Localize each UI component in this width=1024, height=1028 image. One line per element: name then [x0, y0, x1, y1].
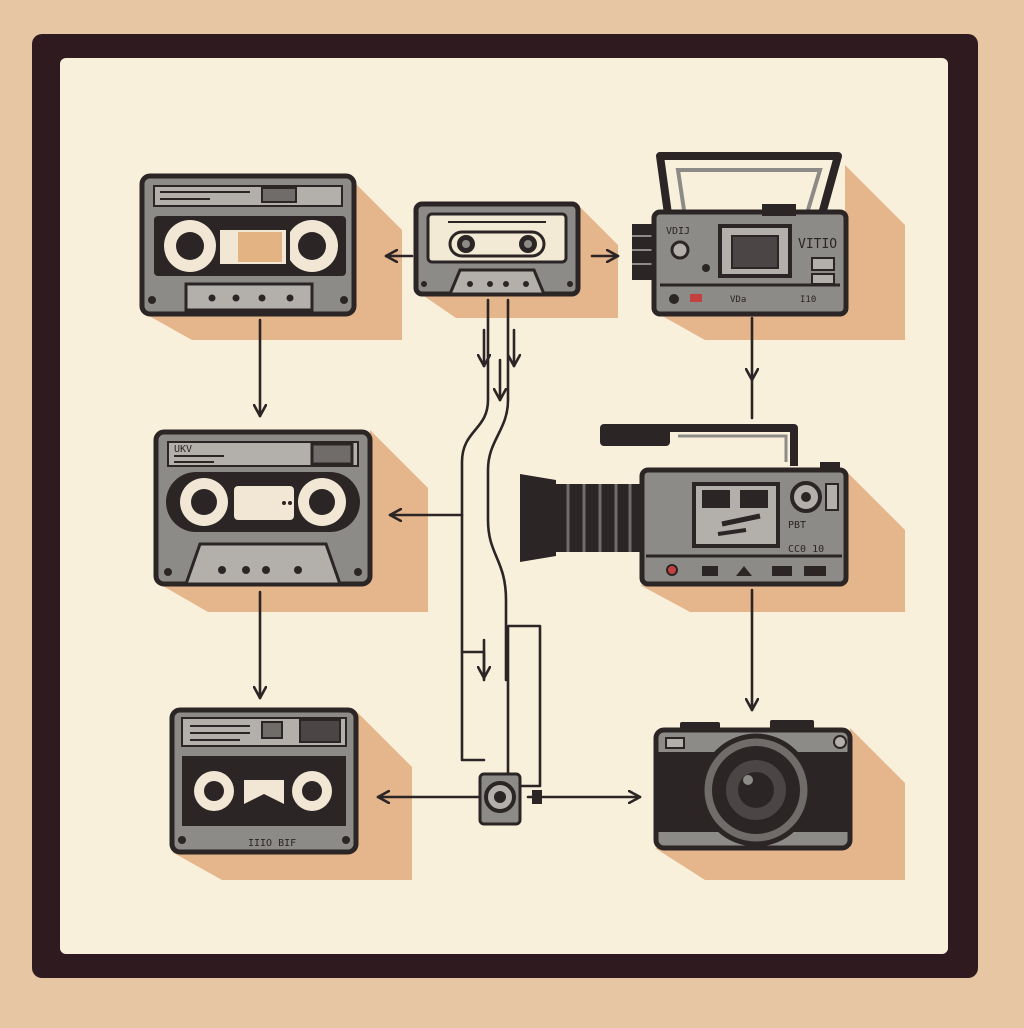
vcr-label-1: VDIJ — [666, 226, 690, 237]
device-shadows — [142, 165, 905, 880]
camcorder-label-2: CC0 10 — [788, 544, 824, 555]
audio-cassette — [413, 201, 581, 297]
vcr-label-2: VITIO — [798, 237, 837, 252]
vhs-tape-top — [139, 173, 357, 317]
vcr-deck: VDIJ VITIO VDa I10 — [632, 152, 849, 317]
cable-left — [460, 298, 490, 762]
camcorder: PBT CC0 10 — [520, 424, 849, 587]
vhs-mid-label: UKV — [174, 444, 192, 455]
connector-lines — [260, 256, 752, 797]
vcr-label-4: I10 — [800, 295, 816, 305]
tape-player: IIIO BIF — [169, 707, 359, 855]
camcorder-label-1: PBT — [788, 520, 806, 531]
cable-right — [486, 298, 510, 682]
vcr-label-3: VDa — [730, 295, 746, 305]
compact-camera — [653, 720, 853, 851]
cable-box — [506, 624, 542, 788]
vhs-tape-middle: UKV — [153, 429, 373, 587]
tape-player-label: IIIO BIF — [248, 838, 296, 849]
connector-hub — [478, 772, 542, 826]
